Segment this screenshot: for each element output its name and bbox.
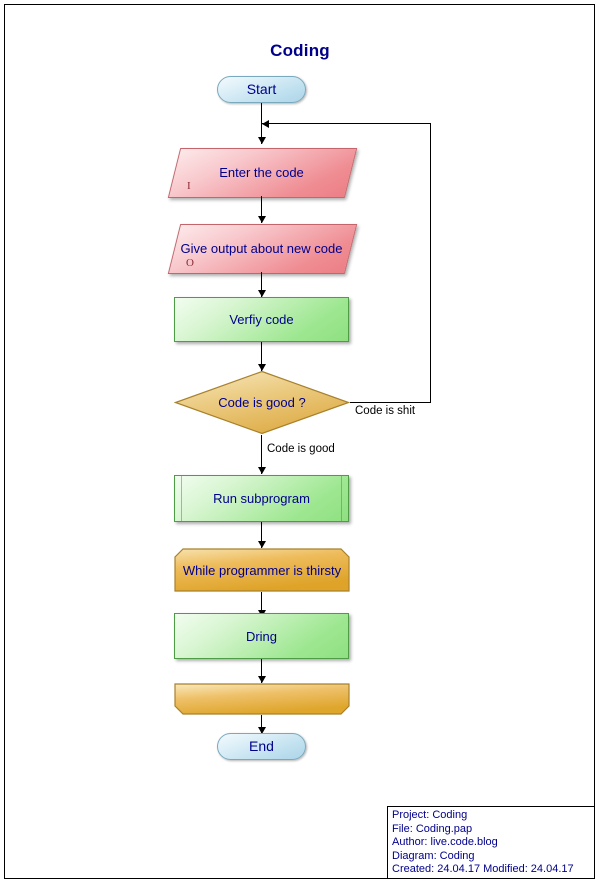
page-title: Coding [270, 41, 330, 60]
node-output-marker: O [186, 257, 194, 269]
connector-subprogram-to-loopstart [261, 522, 262, 548]
connector-input-to-output [261, 196, 262, 223]
arrowhead-into-end [257, 727, 266, 734]
node-dring-label: Dring [245, 628, 278, 644]
node-run-subprogram[interactable]: Run subprogram [174, 475, 349, 522]
node-dring[interactable]: Dring [174, 613, 349, 659]
connector-verify-to-decision [261, 342, 262, 371]
node-end-label: End [249, 738, 274, 754]
loop-end-shape [174, 683, 350, 715]
info-box: Project: Coding File: Coding.pap Author:… [387, 806, 595, 879]
arrowhead-into-loopend [257, 676, 266, 683]
node-run-subprogram-label: Run subprogram [213, 491, 310, 506]
info-line-project: Project: Coding [392, 809, 468, 821]
info-line-diagram: Diagram: Coding [392, 849, 475, 862]
io-shape-output [167, 224, 358, 274]
node-loop-end[interactable] [174, 683, 350, 715]
node-end[interactable]: End [217, 733, 306, 760]
decision-shape [174, 370, 350, 435]
connector-decision-no-vertical [430, 123, 431, 403]
connector-loopend-to-end [261, 715, 262, 734]
node-verfiy-code-label: Verfiy code [229, 312, 294, 327]
node-verfiy-code[interactable]: Verfiy code [174, 297, 349, 342]
node-loop-start[interactable]: While programmer is thirsty [174, 548, 350, 592]
connector-output-to-verify [261, 272, 262, 297]
node-code-is-good-decision[interactable]: Code is good ? [174, 370, 350, 435]
connector-decision-no-return [261, 123, 431, 124]
node-enter-the-code[interactable]: I Enter the code [167, 148, 358, 198]
arrowhead-into-loopstart [257, 541, 266, 548]
edge-label-decision-yes: Code is good [267, 443, 335, 455]
info-line-dates: Created: 24.04.17 Modified: 24.04.17 [392, 863, 574, 876]
connector-decision-yes [261, 435, 262, 474]
node-give-output[interactable]: O Give output about new code [167, 224, 358, 274]
arrowhead-into-output [257, 216, 266, 223]
node-input-marker: I [187, 180, 191, 192]
info-line-author: Author: live.code.blog [392, 836, 498, 849]
connector-loopstart-to-drink [261, 592, 262, 617]
arrowhead-feedback-loop [262, 119, 269, 128]
info-line-file: File: Coding.pap [392, 822, 473, 835]
node-start-label: Start [246, 81, 277, 97]
io-shape-input [167, 148, 358, 198]
arrowhead-into-subprogram [257, 467, 266, 474]
connector-drink-to-loopend [261, 659, 262, 683]
arrowhead-into-decision [257, 364, 266, 371]
arrowhead-into-verify [257, 290, 266, 297]
loop-start-shape [174, 548, 350, 592]
connector-decision-no-horizontal [350, 402, 431, 403]
node-start[interactable]: Start [217, 76, 306, 103]
arrowhead-into-input [257, 137, 266, 144]
edge-label-decision-no: Code is shit [355, 405, 416, 417]
